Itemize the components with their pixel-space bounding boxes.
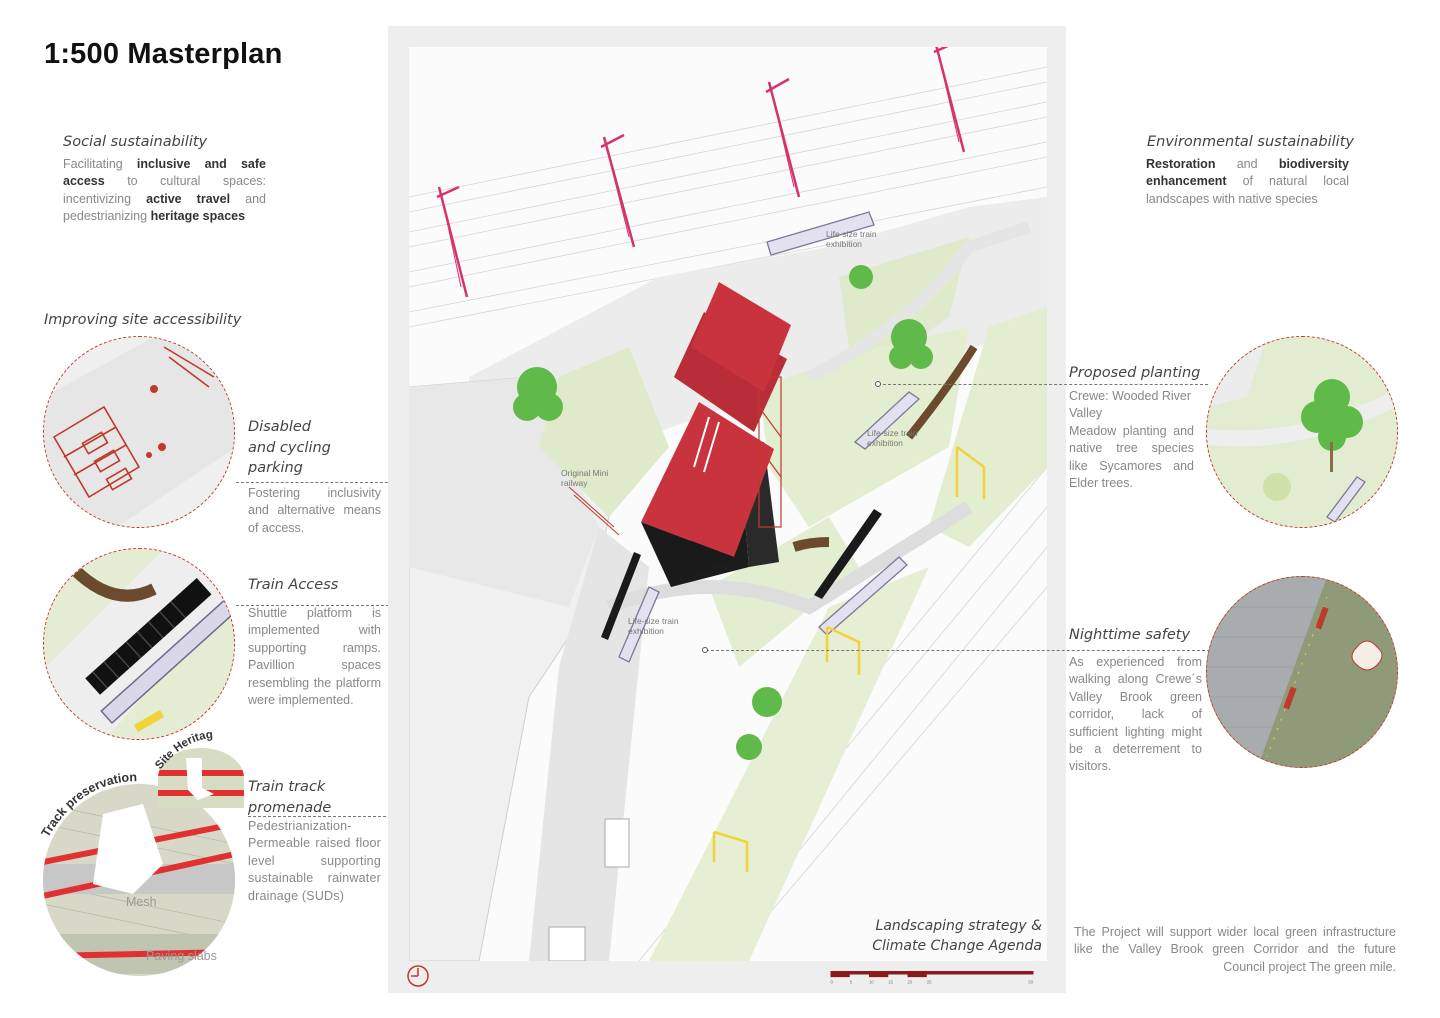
nighttime-safety-text: As experienced from walking along Crewe´…	[1069, 655, 1202, 774]
plain-text: and pedestrianizing	[63, 191, 266, 224]
scale-tick: 15	[888, 979, 893, 984]
exhibition-label-top: Life-size train exhibition	[826, 229, 877, 249]
scale-tick: 5	[850, 979, 853, 984]
proposed-planting-heading: Proposed planting	[1069, 365, 1201, 381]
emphasis-text: inclusive and safe access	[63, 157, 266, 189]
page-title: 1:500 Masterplan	[44, 38, 283, 70]
heritage-curved-labels: Track preservation Site Heritage	[40, 726, 213, 839]
promenade-heading: Train track promenade	[248, 777, 331, 818]
mesh-label: Mesh	[126, 895, 157, 909]
promenade-heading-line: promenade	[248, 799, 332, 816]
nighttime-safety-heading: Nighttime safety	[1069, 627, 1191, 643]
disabled-parking-heading-line: Disabled	[248, 419, 311, 435]
promenade-text: Pedestrianization- Permeable raised floo…	[248, 819, 381, 903]
nighttime-safety-leader	[706, 650, 1210, 651]
environmental-sustainability-heading: Environmental sustainability	[1147, 134, 1354, 150]
plain-text: Facilitating	[63, 157, 137, 171]
track-preservation-text: Track preservation	[40, 770, 137, 839]
exhibition-label-low: Life-size train exhibition	[628, 616, 679, 636]
proposed-planting-subtitle: Crewe: Wooded River Valley	[1069, 389, 1192, 421]
exhibition-label-line: exhibition	[826, 239, 862, 249]
exhibition-label-line: exhibition	[867, 438, 903, 448]
environmental-sustainability-text: Restoration and biodiversity enhancement…	[1146, 156, 1349, 208]
site-heritage-detail	[158, 748, 244, 808]
emphasis-text: Restoration	[1146, 157, 1216, 171]
proposed-planting-text: Meadow planting and native tree species …	[1069, 424, 1194, 491]
proposed-planting-marker	[875, 381, 881, 387]
proposed-planting-leader	[878, 384, 1208, 385]
accessibility-heading: Improving site accessibility	[44, 312, 242, 328]
emphasis-text: active travel	[146, 191, 231, 206]
disabled-parking-heading-line: parking	[248, 460, 303, 476]
exhibition-label-mid: Life-size train exhibition	[867, 428, 918, 448]
promenade-heading-line: Train track	[248, 779, 326, 795]
landscape-caption-line: Landscaping strategy &	[875, 918, 1042, 934]
footer-note: The Project will support wider local gre…	[1074, 925, 1396, 974]
train-access-detail-circle	[43, 548, 235, 740]
track-preservation-label: Track preservation	[40, 770, 137, 839]
exhibition-label-line: exhibition	[628, 626, 664, 636]
exhibition-label-line: Life-size train	[867, 428, 918, 438]
plain-text: of natural local landscapes with native …	[1146, 174, 1349, 206]
scale-tick: 10	[869, 979, 874, 984]
nighttime-safety-marker	[702, 647, 708, 653]
exhibition-label-line: Life-size train	[628, 616, 679, 626]
scale-tick: 20	[908, 979, 913, 984]
social-sustainability-heading: Social sustainability	[63, 134, 208, 150]
site-heritage-text: Site Heritage	[40, 726, 213, 772]
scale-tick: 0	[831, 979, 834, 984]
mini-railway-label-line: railway	[561, 478, 588, 488]
mini-railway-label: Original Mini railway	[561, 468, 608, 488]
paving-slabs-label: Paving slabs	[146, 949, 217, 963]
heritage-detail-circle	[43, 784, 235, 976]
masterplan-illustration	[409, 47, 1047, 961]
nighttime-detail-illustration	[1207, 577, 1397, 767]
plain-text: to cultural spaces: incentivizing	[63, 174, 266, 206]
nighttime-detail-circle	[1206, 576, 1398, 768]
disabled-parking-heading: Disabled and cycling parking	[248, 417, 331, 479]
landscape-caption-line: Climate Change Agenda	[872, 938, 1042, 954]
site-heritage-illustration	[158, 748, 244, 808]
landscape-caption: Landscaping strategy & Climate Change Ag…	[872, 916, 1042, 956]
disabled-parking-leader	[236, 482, 492, 483]
planting-detail-illustration	[1207, 337, 1397, 527]
masterplan-drawing	[409, 47, 1047, 961]
planting-detail-circle	[1206, 336, 1398, 528]
plain-text: and	[1215, 157, 1279, 171]
train-access-detail-illustration	[44, 549, 234, 739]
exhibition-label-line: Life-size train	[826, 229, 877, 239]
disabled-parking-text: Fostering inclusivity and alternative me…	[248, 486, 381, 535]
emphasis-text: biodiversity enhancement	[1146, 157, 1349, 189]
parking-detail-illustration	[44, 337, 234, 527]
disabled-parking-heading-line: and cycling	[248, 439, 331, 456]
scale-bar: 0 5 10 15 20 25 50	[830, 971, 1034, 984]
train-access-text: Shuttle platform is implemented with sup…	[248, 606, 381, 708]
site-heritage-label: Site Heritage	[40, 726, 213, 772]
social-sustainability-text: Facilitating inclusive and safe access t…	[63, 156, 266, 226]
parking-detail-circle	[43, 336, 235, 528]
train-access-heading: Train Access	[248, 577, 339, 593]
mini-railway-label-line: Original Mini	[561, 468, 609, 478]
north-arrow-icon	[407, 965, 429, 987]
scale-tick: 25	[927, 979, 932, 984]
scale-tick: 50	[1028, 979, 1033, 984]
emphasis-text: heritage spaces	[150, 209, 246, 224]
